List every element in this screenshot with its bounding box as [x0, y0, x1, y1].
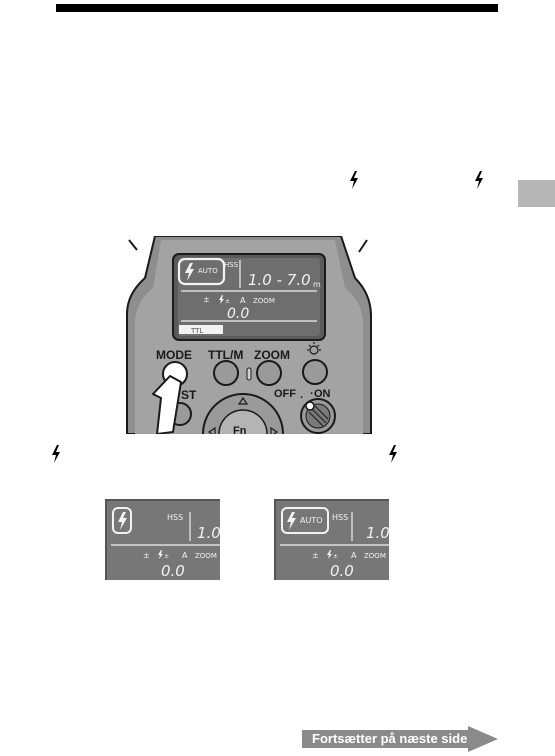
svg-text:±: ± [164, 553, 169, 560]
crop-right-comp: 0.0 [330, 562, 354, 580]
crop-left-comp: 0.0 [161, 562, 185, 580]
crop-left-range: 1.0 [197, 524, 220, 542]
lcd-auto-a: A [240, 296, 246, 305]
lcd-zoom: ZOOM [253, 297, 275, 305]
lcd-range-unit: m [313, 280, 321, 289]
crop-right-auto-tag: AUTO [300, 516, 323, 525]
lcd-hss: HSS [224, 261, 239, 269]
lcd-ttl: TTL [190, 327, 203, 335]
top-rule [56, 4, 498, 12]
svg-text:±: ± [143, 551, 150, 560]
lcd-crop-flash-auto: AUTO HSS 1.0 ± ± A ZOOM 0.0 [274, 499, 389, 580]
zoom-label: ZOOM [254, 348, 290, 362]
mode-label: MODE [156, 348, 192, 362]
flash-bolt-icon [349, 171, 359, 189]
flash-bolt-icon [474, 171, 484, 189]
continue-next-page: Fortsætter på næste side [302, 726, 498, 752]
lcd-crop-flash: HSS 1.0 ± ± A ZOOM 0.0 [105, 499, 220, 580]
crop-left-zoom: ZOOM [195, 552, 217, 560]
lcd-range: 1.0 - 7.0 [248, 271, 311, 289]
ttl-m-button[interactable] [213, 360, 239, 386]
fn-label: Fn [233, 425, 247, 434]
lcd-comp-symbol: ± [203, 295, 210, 304]
test-label: ST [181, 388, 197, 402]
ttl-m-label: TTL/M [208, 348, 243, 362]
svg-text:±: ± [225, 298, 230, 305]
flash-unit-illustration: AUTO HSS 1.0 - 7.0 m ± ± A ZOOM 0.0 TTL … [123, 236, 373, 434]
continue-label: Fortsætter på næste side [312, 731, 468, 746]
svg-text:±: ± [312, 551, 319, 560]
crop-left-auto: A [182, 551, 188, 560]
off-label: OFF [274, 388, 296, 400]
crop-right-zoom: ZOOM [364, 552, 386, 560]
crop-left-hss: HSS [167, 513, 183, 522]
lcd-auto-tag: AUTO [198, 267, 218, 275]
lcd-comp-value: 0.0 [227, 306, 249, 322]
flash-bolt-icon [51, 445, 61, 463]
svg-text:±: ± [333, 553, 338, 560]
svg-text:.: . [300, 389, 303, 401]
section-tab [518, 180, 555, 207]
on-label: ON [314, 388, 331, 400]
zoom-button[interactable] [256, 360, 282, 386]
crop-right-hss: HSS [332, 513, 348, 522]
light-button[interactable] [302, 359, 328, 385]
crop-right-range: 1.0 [366, 524, 389, 542]
svg-text:.: . [310, 385, 313, 397]
continue-arrow-icon [302, 726, 498, 752]
light-icon [307, 342, 321, 355]
crop-right-auto: A [351, 551, 357, 560]
flash-bolt-icon [388, 445, 398, 463]
press-hand-icon [152, 375, 182, 434]
